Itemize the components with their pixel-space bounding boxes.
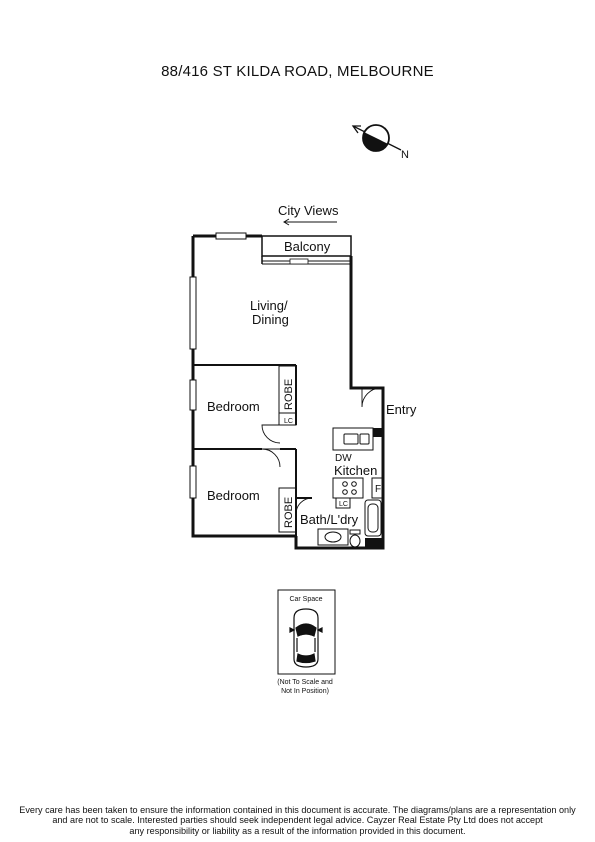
linen-1-label: LC (284, 418, 293, 425)
entry-column (373, 428, 382, 437)
page-title: 88/416 ST KILDA ROAD, MELBOURNE (161, 63, 434, 80)
kitchen-label: Kitchen (334, 463, 377, 478)
bedroom-1-label: Bedroom (207, 399, 260, 414)
car-space (277, 589, 336, 675)
compass-north-label: N (401, 149, 409, 161)
disclaimer: Every care has been taken to ensure the … (15, 805, 580, 836)
balcony-label: Balcony (284, 239, 331, 254)
robe-2-label: ROBE (283, 497, 295, 528)
robe-1 (278, 365, 297, 426)
disclaimer-line1: Every care has been taken to ensure the … (19, 805, 576, 815)
bath-laundry-label: Bath/L'dry (300, 512, 359, 527)
compass-north-icon (351, 124, 402, 152)
car-icon (289, 608, 323, 668)
car-note-line1: (Not To Scale and (277, 679, 333, 686)
disclaimer-line2: and are not to scale. Interested parties… (52, 815, 543, 826)
car-note-line2: Not In Position) (281, 688, 329, 695)
linen-2-label: LC (339, 501, 348, 508)
city-views-arrow-icon (283, 218, 337, 226)
entry-label: Entry (386, 402, 417, 417)
door-swings (261, 387, 382, 515)
robe-2 (278, 487, 297, 533)
bathroom-fixtures (317, 497, 382, 548)
city-views-label: City Views (278, 203, 339, 218)
living-label-line1: Living/ (250, 298, 288, 313)
disclaimer-line3: any responsibility or liability as a res… (129, 825, 466, 836)
dishwasher-label: DW (335, 453, 352, 464)
robe-1-label: ROBE (283, 379, 295, 410)
fridge-label: F (375, 484, 381, 495)
kitchen-bench (332, 427, 384, 499)
bath-column (365, 538, 382, 548)
car-space-title: Car Space (289, 596, 322, 603)
balcony (261, 235, 352, 265)
living-label-line2: Dining (252, 312, 289, 327)
bedroom-2-label: Bedroom (207, 488, 260, 503)
windows (189, 232, 247, 499)
